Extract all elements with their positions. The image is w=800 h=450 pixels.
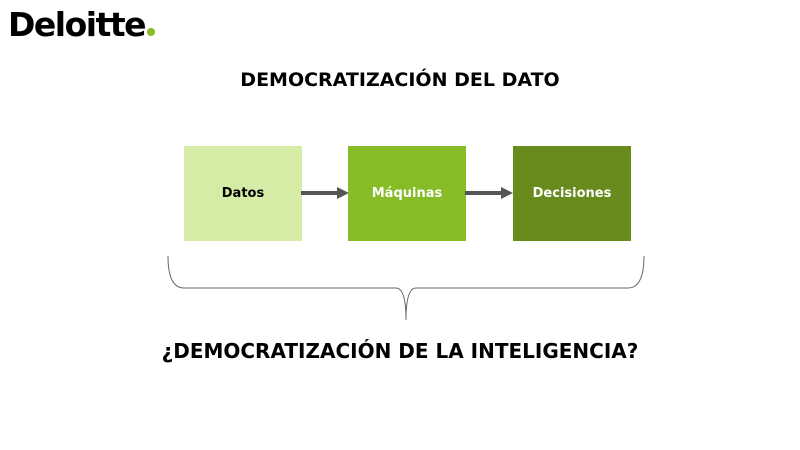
step-datos: Datos	[184, 146, 302, 241]
page-title: DEMOCRATIZACIÓN DEL DATO	[240, 69, 560, 91]
deloitte-logo: Deloitte	[8, 8, 155, 41]
question-text: ¿DEMOCRATIZACIÓN DE LA INTELIGENCIA?	[161, 339, 639, 363]
arrow-right-icon	[301, 187, 349, 199]
step-maquinas: Máquinas	[348, 146, 466, 241]
logo-wordmark: Deloitte	[8, 5, 147, 44]
curly-brace	[167, 255, 645, 321]
step-label: Datos	[221, 186, 265, 201]
step-decisiones: Decisiones	[513, 146, 631, 241]
logo-green-dot	[147, 28, 155, 36]
step-label: Decisiones	[532, 186, 612, 201]
step-label: Máquinas	[371, 186, 443, 201]
arrow-right-icon	[465, 187, 513, 199]
